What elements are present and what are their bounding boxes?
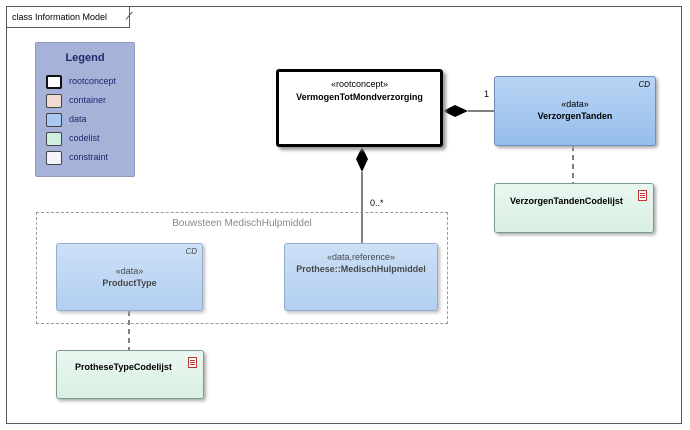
document-icon xyxy=(188,357,197,368)
class-producttype[interactable]: CD «data» ProductType xyxy=(56,243,203,311)
diagram-title: class Information Model xyxy=(7,7,131,28)
legend-label: codelist xyxy=(69,133,100,143)
document-icon xyxy=(638,190,647,201)
codelist-prothesetype[interactable]: ProtheseTypeCodelijst xyxy=(56,350,204,399)
producttype-stereotype: «data» xyxy=(115,266,144,276)
multiplicity-verzorgen: 1 xyxy=(484,89,490,99)
class-vermogen-tot-mondverzorging[interactable]: «rootconcept» VermogenTotMondverzorging xyxy=(276,69,443,147)
legend-label: data xyxy=(69,114,87,124)
codelist-verzorgen-tanden[interactable]: VerzorgenTandenCodelijst xyxy=(494,183,654,233)
prothese-codelist-name: ProtheseTypeCodelijst xyxy=(75,362,172,372)
legend-label: container xyxy=(69,95,107,105)
legend-label: rootconcept xyxy=(69,76,117,86)
legend-label: constraint xyxy=(69,152,109,162)
group-bouwsteen-medischhulpmiddel: Bouwsteen MedischHulpmiddel xyxy=(36,212,448,324)
legend-swatch-data xyxy=(46,113,62,127)
composition-diamond-prothese xyxy=(356,147,368,172)
legend-swatch-container xyxy=(46,94,62,108)
class-prothese-medischhulpmiddel[interactable]: «data,reference» Prothese::MedischHulpmi… xyxy=(284,243,438,311)
legend: Legend rootconcept container data codeli… xyxy=(35,42,135,177)
verzorgen-name: VerzorgenTanden xyxy=(537,111,613,121)
legend-swatch-rootconcept xyxy=(46,75,62,89)
legend-swatch-codelist xyxy=(46,132,62,146)
root-stereotype: «rootconcept» xyxy=(330,79,389,89)
class-verzorgen-tanden[interactable]: CD «data» VerzorgenTanden xyxy=(494,76,656,146)
cd-tag: CD xyxy=(185,247,197,256)
legend-swatch-constraint xyxy=(46,151,62,165)
group-title: Bouwsteen MedischHulpmiddel xyxy=(172,218,312,229)
multiplicity-prothese: 0..* xyxy=(370,198,384,208)
prothese-stereotype: «data,reference» xyxy=(326,252,396,262)
root-name: VermogenTotMondverzorging xyxy=(296,92,423,102)
producttype-name: ProductType xyxy=(102,278,157,288)
cd-tag: CD xyxy=(638,80,650,89)
composition-diamond-verzorgen xyxy=(443,105,468,117)
legend-title: Legend xyxy=(65,52,105,64)
verzorgen-codelist-name: VerzorgenTandenCodelijst xyxy=(510,196,623,206)
prothese-name: Prothese::MedischHulpmiddel xyxy=(296,264,426,274)
verzorgen-stereotype: «data» xyxy=(561,99,589,109)
